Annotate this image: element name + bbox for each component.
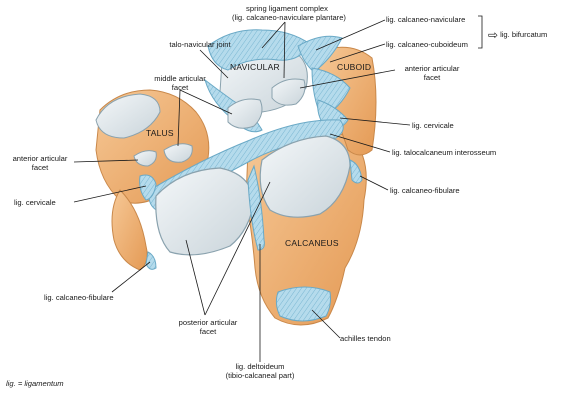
- calcaneus-label: CALCANEUS: [285, 238, 339, 248]
- posterior-articular-facet-talus: [155, 167, 255, 256]
- talus-label: TALUS: [146, 128, 174, 138]
- bifurcatum-label: ⇨lig. bifurcatum: [488, 28, 547, 42]
- calcaneo-naviculare-label: lig. calcaneo-naviculare: [386, 15, 466, 24]
- anterior-facet-left-label: anterior articular facet: [12, 154, 68, 172]
- middle-articular-facet: [227, 98, 263, 129]
- achilles-tendon: [275, 286, 331, 322]
- calcaneo-fibulare-left-label: lig. calcaneo-fibulare: [44, 293, 114, 302]
- posterior-articular-facet-calcaneus: [259, 135, 351, 218]
- leader-lines: [73, 15, 483, 362]
- cervicale-left-label: lig. cervicale: [14, 198, 56, 207]
- achilles-label: achilles tendon: [340, 334, 391, 343]
- posterior-facet-label: posterior articular facet: [178, 318, 238, 336]
- talo-navicular-joint-label: talo-navicular joint: [169, 40, 231, 49]
- cervicale-right-label: lig. cervicale: [412, 121, 454, 130]
- navicular-label: NAVICULAR: [230, 62, 280, 72]
- middle-articular-facet-talus: [163, 143, 193, 163]
- spring-ligament-label: spring ligament complex (lig. calcaneo-n…: [232, 4, 346, 22]
- bifurcatum-text: lig. bifurcatum: [500, 30, 548, 39]
- cuboid-label: CUBOID: [337, 62, 372, 72]
- hollow-arrow-icon: ⇨: [488, 28, 499, 42]
- anterior-articular-facet-left: [133, 150, 157, 167]
- lig-calcaneo-fibulare-left: [145, 251, 157, 270]
- anterior-articular-facet-right: [271, 78, 306, 106]
- footnote: lig. = ligamentum: [6, 379, 64, 388]
- deltoideum-label: lig. deltoideum (tibio-calcaneal part): [225, 362, 295, 380]
- lig-cervicale-left: [139, 174, 157, 201]
- middle-articular-facet-label: middle articular facet: [154, 74, 206, 92]
- calcaneo-fibulare-right-label: lig. calcaneo-fibulare: [390, 186, 460, 195]
- calcaneo-cuboideum-label: lig. calcaneo-cuboideum: [386, 40, 468, 49]
- talocalcaneum-label: lig. talocalcaneum interosseum: [392, 148, 497, 157]
- lig-calcaneo-fibulare-right: [349, 159, 363, 184]
- anterior-facet-right-label: anterior articular facet: [404, 64, 460, 82]
